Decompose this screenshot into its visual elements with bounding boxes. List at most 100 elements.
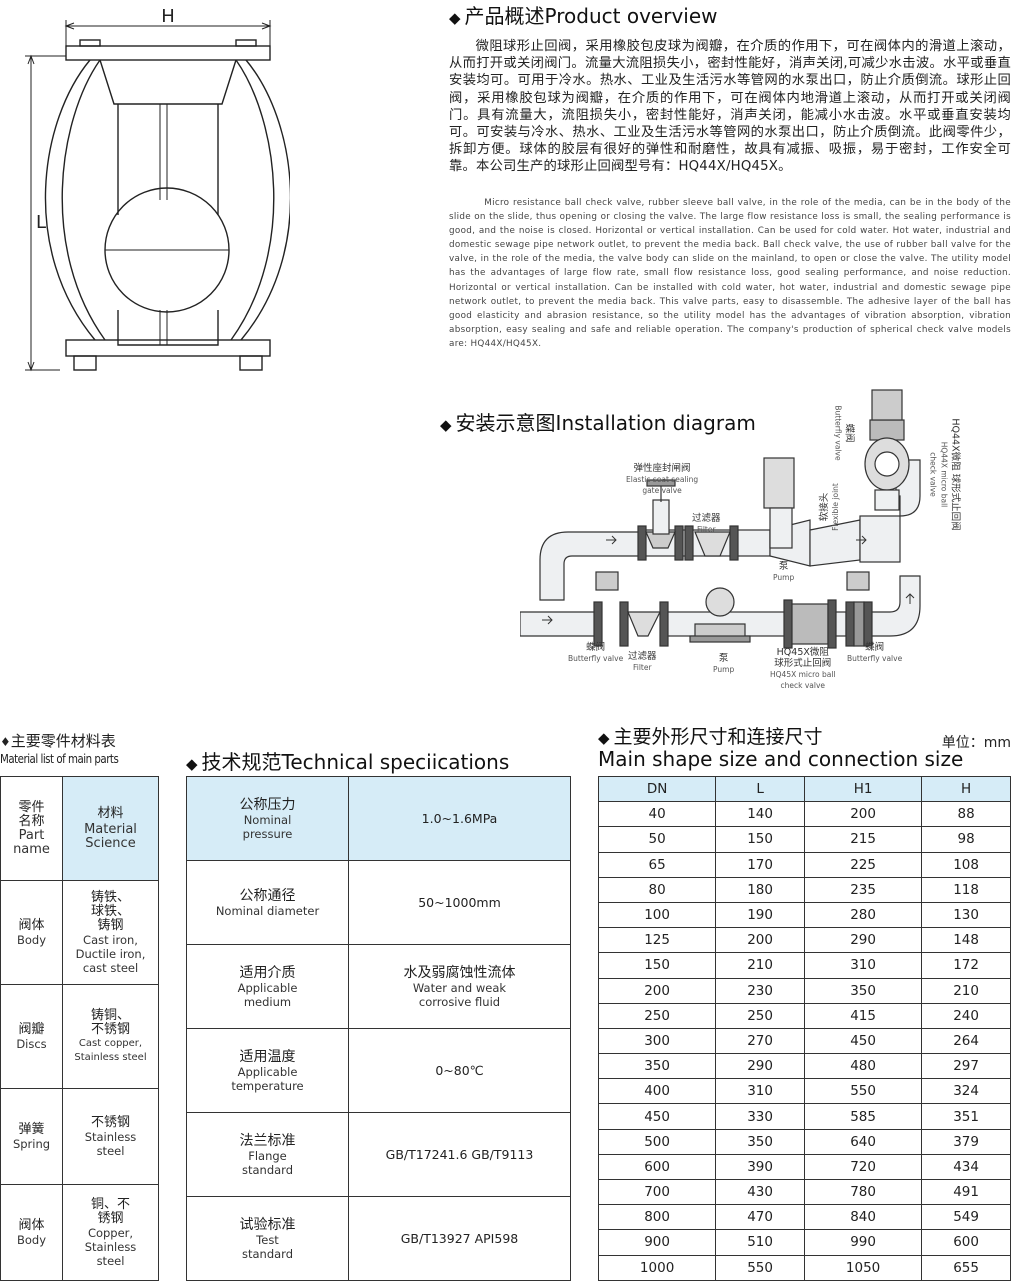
dims-cell: 840 xyxy=(803,1204,923,1231)
header-part-zh: 零件名称 xyxy=(18,799,45,829)
gate-valve-en1: Elastic seat sealing xyxy=(626,475,699,484)
header-mat-zh: 材料 xyxy=(97,805,124,821)
dims-cell: 300 xyxy=(597,1027,717,1055)
dims-cell: 148 xyxy=(921,927,1011,954)
tech-title: ◆技术规范Technical speciications xyxy=(186,746,509,775)
dims-cell: 250 xyxy=(597,1002,717,1029)
tech-label-en: Nominal diameter xyxy=(215,903,320,918)
pump-en: Pump xyxy=(773,573,795,582)
label-gate-valve: 弹性座封闸阀 Elastic seat sealing gate valve xyxy=(626,463,698,496)
mat-en: Stainless steel xyxy=(84,1129,137,1158)
dims-header-dn: DN xyxy=(597,775,717,803)
dims-cell: 40 xyxy=(597,801,717,828)
dims-cell: 350 xyxy=(803,977,923,1004)
dims-cell: 88 xyxy=(921,801,1011,828)
dims-cell: 125 xyxy=(597,927,717,954)
materials-title-en: Material list of main parts xyxy=(0,751,119,766)
tech-value: 1.0~1.6MPa xyxy=(421,811,498,826)
tech-label-zh: 适用温度 xyxy=(239,1048,296,1065)
dims-cell: 290 xyxy=(803,927,923,954)
part-zh: 阀瓣 xyxy=(18,1021,45,1037)
tech-value-cell: GB/T13927 API598 xyxy=(348,1196,571,1281)
label-pump-upper: 泵 Pump xyxy=(773,561,794,583)
label-hq44x: HQ44X微阻 球形式止回阀 HQ44X micro ball check va… xyxy=(928,418,961,530)
dims-header-h1: H1 xyxy=(803,775,923,803)
materials-title-zh-row: ♦主要零件材料表 xyxy=(0,730,144,751)
dims-cell: 150 xyxy=(715,826,805,853)
tech-value-cell: 0~80℃ xyxy=(348,1028,571,1113)
dims-cell: 200 xyxy=(803,801,923,828)
dims-cell: 450 xyxy=(803,1027,923,1055)
dims-header-l: L xyxy=(715,775,805,803)
flex-zh: 软接头 xyxy=(818,492,830,522)
diamond-bullet-icon: ◆ xyxy=(186,755,198,773)
dims-cell: 480 xyxy=(803,1053,923,1080)
materials-header-row: 零件名称 Part name 材料 Material Science xyxy=(0,776,159,881)
flex-en: Flexible joint xyxy=(830,483,840,531)
mat-en: Cast copper, Stainless steel xyxy=(74,1037,147,1063)
tech-label-en: Test standard xyxy=(241,1232,293,1261)
filter-en: Filter xyxy=(696,525,716,534)
label-filter-upper: 过滤器 Filter xyxy=(692,513,721,535)
dims-cell: 350 xyxy=(597,1053,717,1080)
tech-label-zh: 适用介质 xyxy=(239,964,296,981)
butterfly-top-en: Butterfly valve xyxy=(833,405,843,461)
dims-cell: 550 xyxy=(715,1254,805,1281)
dims-cell: 600 xyxy=(921,1229,1011,1256)
hq45-zh2: 球形式止回阀 xyxy=(774,658,832,669)
part-zh: 阀体 xyxy=(18,917,45,933)
label-filter-lower: 过滤器 Filter xyxy=(628,651,657,673)
dims-cell: 350 xyxy=(715,1128,805,1155)
tech-value: GB/T13927 API598 xyxy=(400,1231,519,1246)
tech-value-cell: GB/T17241.6 GB/T9113 xyxy=(348,1112,571,1197)
part-zh: 弹簧 xyxy=(18,1121,45,1137)
mat-zh: 铸铜、不锈钢 xyxy=(90,1007,130,1037)
dim-h-label: H xyxy=(161,6,175,27)
dims-cell: 200 xyxy=(597,977,717,1004)
tech-value-cell: 50~1000mm xyxy=(348,860,571,945)
butterfly-left-en: Butterfly valve xyxy=(568,654,624,663)
part-en: Discs xyxy=(16,1036,47,1051)
dims-cell: 264 xyxy=(921,1027,1011,1055)
dims-cell: 720 xyxy=(803,1153,923,1181)
dims-cell: 400 xyxy=(597,1078,717,1105)
dims-cell: 330 xyxy=(715,1103,805,1130)
dims-cell: 240 xyxy=(921,1002,1011,1029)
overview-title-text: 产品概述Product overview xyxy=(464,4,718,28)
dims-cell: 450 xyxy=(597,1103,717,1130)
dims-title-en: Main shape size and connection size xyxy=(598,747,964,771)
materials-title: ♦主要零件材料表 Material list of main parts xyxy=(0,730,144,766)
tech-value: 0~80℃ xyxy=(435,1063,484,1078)
dims-cell: 190 xyxy=(715,901,805,929)
dims-cell: 430 xyxy=(715,1178,805,1206)
dims-header-row: DN L H1 H xyxy=(597,775,1011,803)
label-butterfly-left: 蝶阀 Butterfly valve xyxy=(568,642,623,664)
tech-value-zh: 水及弱腐蚀性流体 xyxy=(403,964,516,981)
pump-lower-en: Pump xyxy=(713,665,735,674)
hq44-en2: check valve xyxy=(928,452,938,497)
dims-cell: 415 xyxy=(803,1002,923,1029)
valve-section-drawing: H L xyxy=(0,0,292,390)
diamond-bullet-icon: ◆ xyxy=(449,9,461,27)
label-hq45x: HQ45X微阻 球形式止回阀 HQ45X micro ball check va… xyxy=(770,647,836,691)
